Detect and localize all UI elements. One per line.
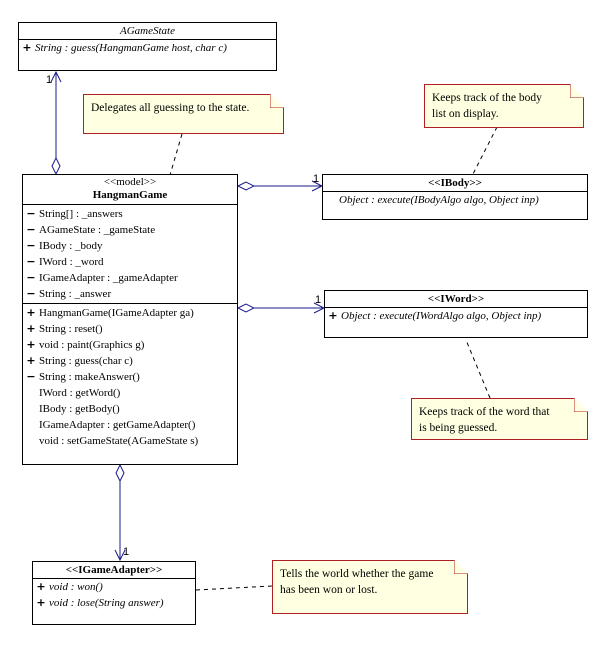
method-row: IGameAdapter : getGameAdapter() bbox=[23, 417, 237, 433]
method-signature: void : lose(String answer) bbox=[49, 597, 164, 609]
method-text: String : makeAnswer() bbox=[39, 371, 140, 383]
visibility-marker: − bbox=[26, 255, 36, 268]
assoc-agamestate-diamond bbox=[51, 156, 61, 176]
visibility-marker: − bbox=[26, 207, 36, 220]
assoc-igameadapter-arrow bbox=[114, 549, 126, 562]
visibility-marker: + bbox=[328, 309, 338, 322]
attribute-row: −String[] : _answers bbox=[23, 206, 237, 222]
class-iword[interactable]: <<IWord>> + Object : execute(IWordAlgo a… bbox=[324, 290, 588, 338]
class-igameadapter[interactable]: <<IGameAdapter>> + void : won() + void :… bbox=[32, 561, 196, 625]
class-iword-method: + Object : execute(IWordAlgo algo, Objec… bbox=[325, 308, 587, 324]
attribute-text: IWord : _word bbox=[39, 256, 104, 268]
multiplicity-igameadapter: 1 bbox=[123, 546, 130, 558]
attribute-row: −IWord : _word bbox=[23, 254, 237, 270]
note-world-link bbox=[195, 585, 273, 591]
note-text-line: is being guessed. bbox=[419, 422, 498, 434]
note-world[interactable]: Tells the world whether the game has bee… bbox=[272, 560, 468, 614]
method-row: IBody : getBody() bbox=[23, 401, 237, 417]
visibility-marker: − bbox=[26, 370, 36, 383]
class-igameadapter-method: + void : lose(String answer) bbox=[33, 595, 195, 611]
method-text: String : reset() bbox=[39, 323, 103, 335]
note-word[interactable]: Keeps track of the word that is being gu… bbox=[411, 398, 588, 440]
attribute-row: −IBody : _body bbox=[23, 238, 237, 254]
note-fold-icon bbox=[270, 94, 284, 108]
class-agamestate[interactable]: AGameState + String : guess(HangmanGame … bbox=[18, 22, 277, 71]
method-row: +String : guess(char c) bbox=[23, 353, 237, 369]
note-text-line: Keeps track of the body bbox=[432, 92, 542, 104]
note-delegates-link bbox=[169, 133, 183, 176]
visibility-marker: + bbox=[26, 338, 36, 351]
note-body-link bbox=[472, 126, 498, 175]
class-agamestate-method: + String : guess(HangmanGame host, char … bbox=[19, 40, 276, 56]
attribute-row: −String : _answer bbox=[23, 286, 237, 302]
note-word-link bbox=[465, 339, 491, 399]
multiplicity-ibody: 1 bbox=[313, 173, 320, 185]
method-row: void : setGameState(AGameState s) bbox=[23, 433, 237, 449]
assoc-ibody-diamond bbox=[236, 181, 256, 191]
attribute-text: IGameAdapter : _gameAdapter bbox=[39, 272, 178, 284]
class-hangmangame-stereotype: <<model>> bbox=[103, 176, 157, 188]
method-text: IGameAdapter : getGameAdapter() bbox=[39, 419, 196, 431]
class-agamestate-name: AGameState bbox=[120, 25, 175, 37]
method-row: IWord : getWord() bbox=[23, 385, 237, 401]
note-text-line: Delegates all guessing to the state. bbox=[91, 102, 250, 114]
method-signature: String : guess(HangmanGame host, char c) bbox=[35, 42, 227, 54]
note-text-line: Tells the world whether the game bbox=[280, 568, 434, 580]
visibility-marker: − bbox=[26, 239, 36, 252]
multiplicity-agamestate: 1 bbox=[46, 74, 53, 86]
class-hangmangame-name: HangmanGame bbox=[92, 189, 168, 201]
method-text: String : guess(char c) bbox=[39, 355, 133, 367]
attribute-row: −IGameAdapter : _gameAdapter bbox=[23, 270, 237, 286]
assoc-agamestate-arrow bbox=[50, 70, 62, 83]
method-row: −String : makeAnswer() bbox=[23, 369, 237, 385]
attribute-text: IBody : _body bbox=[39, 240, 103, 252]
class-igameadapter-name: <<IGameAdapter>> bbox=[65, 564, 163, 576]
attribute-text: AGameState : _gameState bbox=[39, 224, 156, 236]
method-row: +String : reset() bbox=[23, 321, 237, 337]
class-hangmangame[interactable]: <<model>> HangmanGame −String[] : _answe… bbox=[22, 174, 238, 465]
method-text: IWord : getWord() bbox=[39, 387, 121, 399]
method-row: +HangmanGame(IGameAdapter ga) bbox=[23, 305, 237, 321]
class-igameadapter-method: + void : won() bbox=[33, 579, 195, 595]
note-fold-icon bbox=[454, 560, 468, 574]
note-body[interactable]: Keeps track of the body list on display. bbox=[424, 84, 584, 128]
method-row: +void : paint(Graphics g) bbox=[23, 337, 237, 353]
visibility-marker: + bbox=[26, 354, 36, 367]
method-list: +HangmanGame(IGameAdapter ga) +String : … bbox=[23, 304, 237, 449]
class-iword-name: <<IWord>> bbox=[427, 293, 485, 305]
method-signature: void : won() bbox=[49, 581, 103, 593]
note-text-line: has been won or lost. bbox=[280, 584, 378, 596]
note-fold-icon bbox=[574, 398, 588, 412]
note-text-line: list on display. bbox=[432, 108, 499, 120]
visibility-marker: + bbox=[26, 322, 36, 335]
method-text: HangmanGame(IGameAdapter ga) bbox=[39, 307, 194, 319]
multiplicity-iword: 1 bbox=[315, 294, 322, 306]
class-ibody-method: Object : execute(IBodyAlgo algo, Object … bbox=[323, 192, 587, 208]
attribute-text: String : _answer bbox=[39, 288, 112, 300]
assoc-igameadapter-diamond bbox=[115, 463, 125, 483]
method-signature: Object : execute(IWordAlgo algo, Object … bbox=[341, 310, 542, 322]
visibility-marker: + bbox=[36, 596, 46, 609]
visibility-marker: − bbox=[26, 287, 36, 300]
visibility-marker: − bbox=[26, 271, 36, 284]
note-text-line: Keeps track of the word that bbox=[419, 406, 550, 418]
visibility-marker: + bbox=[26, 306, 36, 319]
class-ibody[interactable]: <<IBody>> Object : execute(IBodyAlgo alg… bbox=[322, 174, 588, 220]
visibility-marker: + bbox=[22, 41, 32, 54]
attribute-row: −AGameState : _gameState bbox=[23, 222, 237, 238]
method-text: IBody : getBody() bbox=[39, 403, 120, 415]
class-ibody-name: <<IBody>> bbox=[428, 177, 482, 189]
attribute-text: String[] : _answers bbox=[39, 208, 123, 220]
attribute-list: −String[] : _answers −AGameState : _game… bbox=[23, 205, 237, 302]
note-delegates[interactable]: Delegates all guessing to the state. bbox=[83, 94, 284, 134]
visibility-marker: + bbox=[36, 580, 46, 593]
visibility-marker: − bbox=[26, 223, 36, 236]
method-text: void : setGameState(AGameState s) bbox=[39, 435, 199, 447]
method-signature: Object : execute(IBodyAlgo algo, Object … bbox=[339, 194, 539, 206]
note-fold-icon bbox=[570, 84, 584, 98]
assoc-iword-diamond bbox=[236, 303, 256, 313]
method-text: void : paint(Graphics g) bbox=[39, 339, 145, 351]
